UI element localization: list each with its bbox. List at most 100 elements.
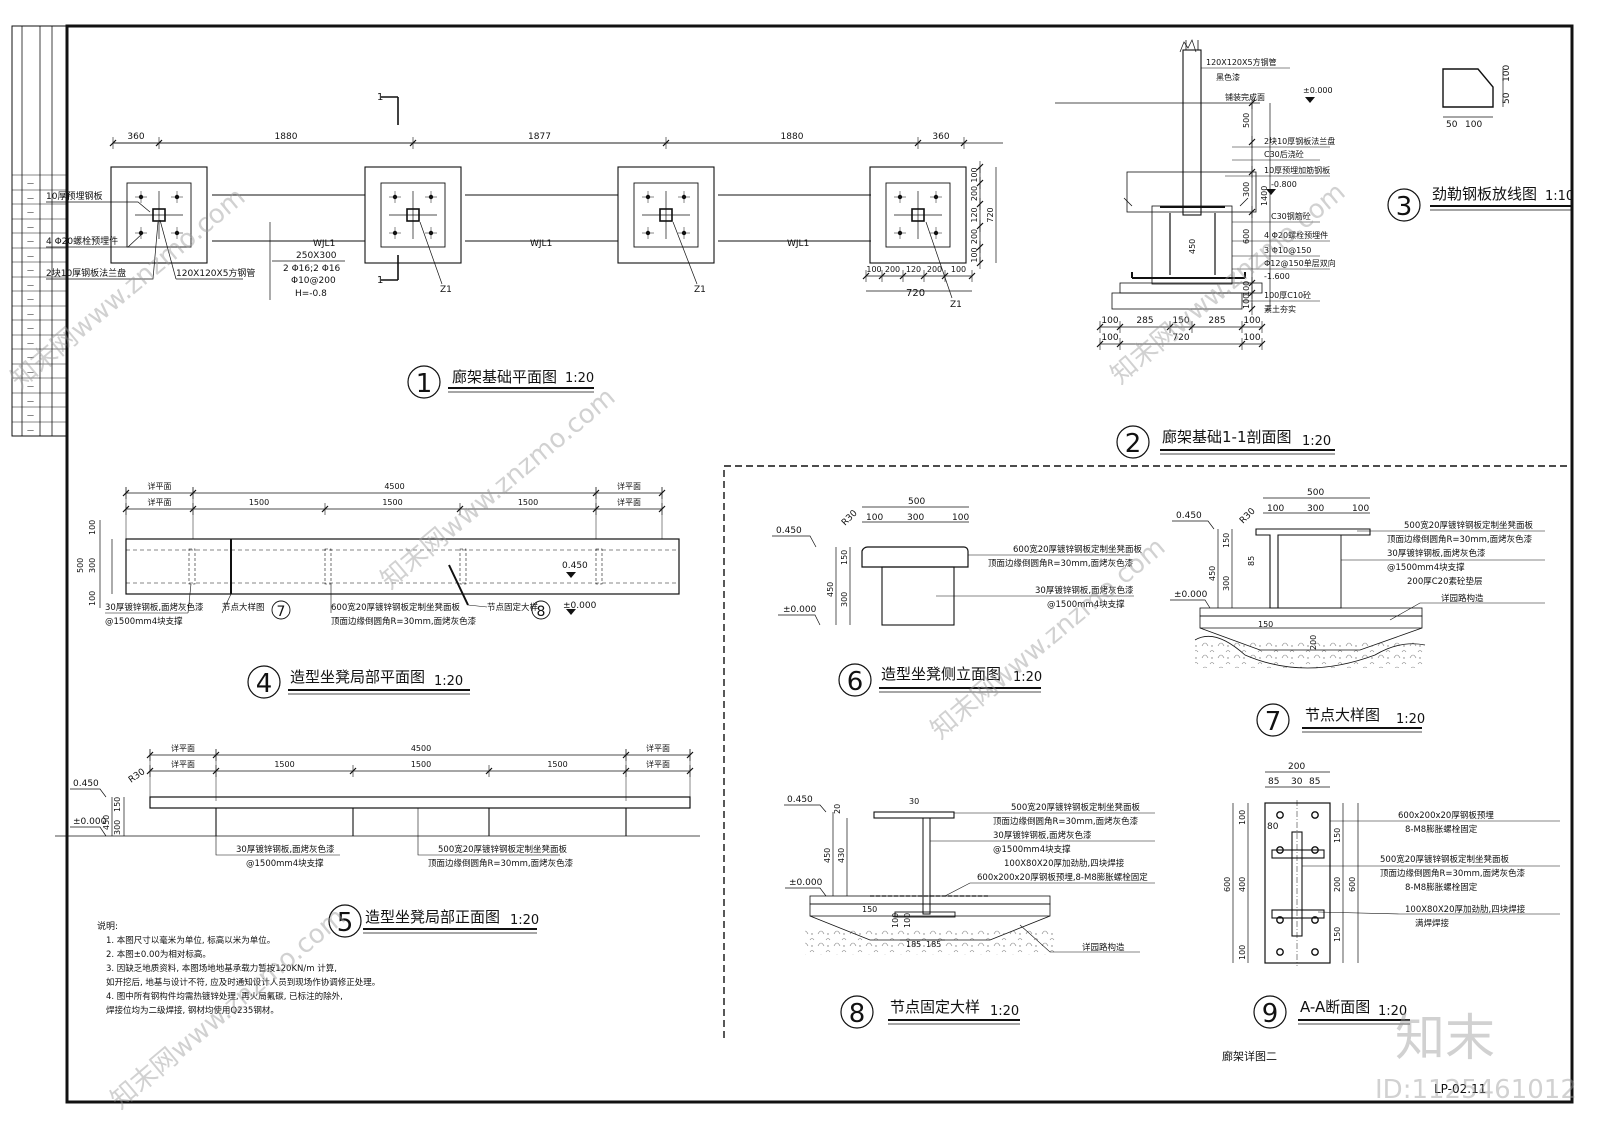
d8-dim-185b: 185: [926, 940, 941, 949]
strip-mark: —: [27, 324, 34, 332]
d1-dim-right-1: 200: [970, 186, 979, 201]
label-square-pipe: 120X120X5方钢管: [176, 267, 255, 279]
d5-elev0: ±0.000: [73, 817, 107, 827]
plate-outline: [1442, 68, 1494, 108]
note-item-5: 4. 图中所有钢构件均需热镀锌处理, 再火局氟碳, 已标注的除外,: [106, 991, 343, 1002]
d7-label-panel: 500宽20厚镀锌钢板定制坐凳面板: [1404, 520, 1534, 531]
dashed-boundary: [723, 465, 1572, 1038]
d2-dim-b2-2: 100: [1243, 333, 1260, 343]
scale-8: 1:20: [990, 1004, 1019, 1019]
sheet-number: LP-02.11: [1434, 1082, 1486, 1096]
embed-plate: [1264, 802, 1331, 964]
title-no-8: 8: [849, 999, 866, 1029]
expansion-bolt: [1276, 916, 1284, 924]
d1-dim-right-4: 100: [970, 247, 979, 262]
d2-dim-v-6: 100: [1242, 294, 1251, 309]
d4-top-1: 4500: [384, 482, 404, 491]
scale-5: 1:20: [510, 913, 539, 928]
expansion-bolt: [1311, 948, 1319, 956]
d4-sub-0: 详平面: [148, 497, 172, 507]
d7-dim-100a: 100: [1267, 504, 1284, 514]
d6-dim-300: 300: [907, 513, 924, 523]
strip-mark: —: [27, 339, 34, 347]
d8-label-road: 详园路构造: [1082, 942, 1125, 953]
title-no-9: 9: [1262, 999, 1279, 1029]
d9-dim-600l: 600: [1223, 877, 1232, 892]
footing-1: [110, 166, 208, 264]
drawing-7-node-detail: 500 100 300 100 0.450 ±0.000 R30 150 300…: [1170, 488, 1545, 737]
d2-dim-b1-4: 100: [1243, 316, 1260, 326]
title-5: 造型坐凳局部正面图: [365, 908, 500, 926]
d6-label-edge: 顶面边缘倒圆角R=30mm,面烤灰色漆: [988, 558, 1134, 569]
strip-mark: —: [27, 252, 34, 260]
d4-label-steel: 30厚镀锌钢板,面烤灰色漆: [105, 602, 204, 613]
d6-dim-150: 150: [840, 550, 849, 565]
d9-dim-100a: 100: [1238, 810, 1247, 825]
d5-top-0: 详平面: [171, 743, 195, 753]
d6-dim-450: 450: [826, 582, 835, 597]
d5-dim-300: 300: [113, 820, 122, 835]
title-1: 廊架基础平面图: [452, 368, 557, 386]
d5-dim-150: 150: [113, 797, 122, 812]
title-no-7: 7: [1265, 707, 1282, 737]
title-6: 造型坐凳侧立面图: [881, 665, 1001, 683]
d7-dim-450: 450: [1208, 566, 1217, 581]
d3-dim-50-h: 50: [1446, 120, 1458, 130]
d5-sub-1: 1500: [274, 760, 294, 769]
expansion-bolt: [1276, 811, 1284, 819]
d7-elev0: ±0.000: [1174, 590, 1208, 600]
d2-label-2: 铺装完成面: [1225, 92, 1265, 102]
watermark-logo: 知末: [1395, 1009, 1495, 1067]
d7-label-c20: 200厚C20素砼垫层: [1407, 576, 1482, 587]
label-embedded-plate: 10厚预埋钢板: [46, 190, 102, 202]
d4-label-edge: 顶面边缘倒圆角R=30mm,面烤灰色漆: [331, 616, 477, 627]
d9-dim-200r: 200: [1333, 877, 1342, 892]
footing-2: [364, 166, 462, 264]
title-3: 劲勒钢板放线图: [1432, 185, 1537, 203]
d5-elev: 0.450: [73, 779, 99, 789]
d1-dim-top-0: 360: [127, 132, 144, 142]
d2-dim-b2-0: 100: [1101, 333, 1118, 343]
d4-elev: 0.450: [562, 561, 588, 571]
d7-dim-150: 150: [1222, 533, 1231, 548]
beam-size: 250X300: [296, 251, 337, 261]
beam-name-3: WJL1: [787, 239, 809, 249]
d1-dim-top-2: 1877: [528, 132, 551, 142]
expansion-bolt: [1311, 811, 1319, 819]
d4-ref-8: 8: [537, 604, 546, 620]
strip-mark: —: [27, 208, 34, 216]
title-no-6: 6: [847, 667, 864, 697]
d9-label-panel: 500宽20厚镀锌钢板定制坐凳面板: [1380, 854, 1510, 865]
column-section: [911, 208, 925, 222]
d9-label-weld: 满焊焊接: [1415, 918, 1450, 929]
d5-label-panel: 500宽20厚镀锌钢板定制坐凳面板: [438, 844, 568, 855]
d9-dim-400: 400: [1238, 877, 1247, 892]
d9-dim-600r: 600: [1348, 877, 1357, 892]
d5-label-support: @1500mm4块支撑: [246, 858, 324, 869]
d9-dim-30: 30: [1291, 777, 1303, 787]
d8-dim-30: 30: [909, 797, 919, 806]
title-no-3: 3: [1396, 192, 1413, 222]
watermark-site-4: 知末网www.znzmo.com: [1105, 177, 1351, 390]
d6-elev0: ±0.000: [783, 605, 817, 615]
bench-slab-elev: [149, 796, 691, 809]
d4-label-node: 节点大样图: [222, 602, 265, 613]
d6-dim-100a: 100: [866, 513, 883, 523]
d1-dim-bottom-2: 120: [906, 265, 921, 274]
title-strip: [11, 25, 68, 437]
scale-1: 1:20: [565, 371, 594, 386]
d5-sub-3: 1500: [547, 760, 567, 769]
d4-sub-2: 1500: [382, 498, 402, 507]
d9-dim-80: 80: [1267, 822, 1279, 832]
d7-label-road: 详园路构造: [1441, 593, 1484, 604]
d8-label-support: @1500mm4块支撑: [993, 844, 1071, 855]
expansion-bolt: [1311, 916, 1319, 924]
drawing-2-section-1-1: 120X120X5方钢管黑色漆铺装完成面±0.0002块10厚钢板法兰盘C30后…: [1055, 39, 1336, 459]
drawing-9-section-a-a: 200 85 30 85 100 400 100 600 150 200 150…: [1223, 762, 1560, 1029]
drawing-title: 廊架详图二: [1222, 1049, 1277, 1063]
d9-label-bolt1: 8-M8膨胀螺栓固定: [1405, 824, 1478, 835]
strip-mark: —: [27, 295, 34, 303]
d7-dim-85: 85: [1247, 556, 1256, 566]
